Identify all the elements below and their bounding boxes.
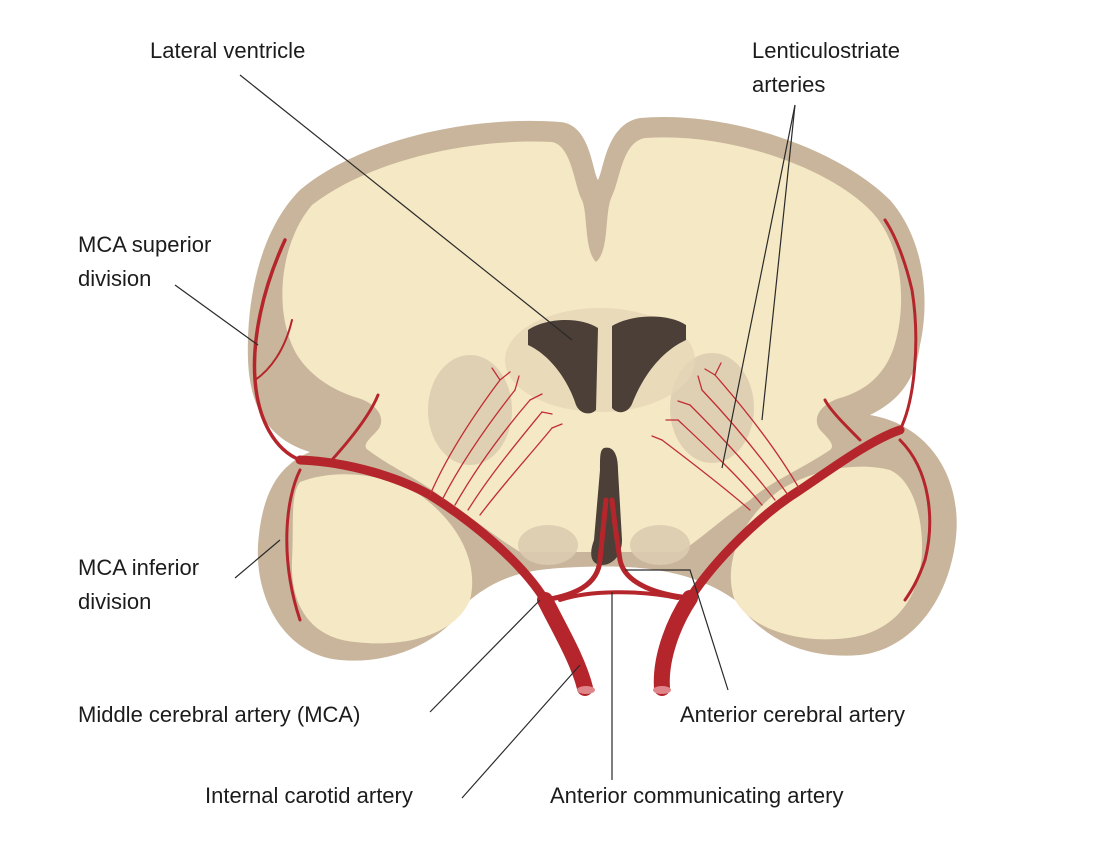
leader-lenticulostriate-2	[761, 104, 796, 421]
leader-mca-inferior	[234, 539, 281, 579]
thalamus-shadow-right	[630, 525, 690, 565]
anterior-communicating	[558, 590, 680, 602]
internal-carotid-right	[653, 590, 698, 696]
leader-anterior-cerebral	[625, 569, 729, 691]
aca-left	[542, 497, 609, 603]
arteries	[252, 218, 932, 696]
lenticulostriate-right	[651, 362, 801, 511]
mca-superior-right	[883, 218, 918, 432]
internal-carotid-left	[537, 592, 593, 696]
temporal-lobe-left	[291, 474, 473, 644]
leader-middle-cerebral	[429, 599, 541, 713]
leader-lenticulostriate-1	[721, 104, 796, 469]
label-lenticulostriate-line1: Lenticulostriate	[752, 38, 900, 63]
sylvian-branch-left	[328, 393, 380, 464]
brain-section	[247, 116, 957, 661]
label-lateral-ventricle: Lateral ventricle	[150, 38, 305, 63]
lenticulostriate-left	[429, 367, 563, 516]
mca-superior-branch-left	[254, 319, 293, 381]
label-anterior-communicating-artery: Anterior communicating artery	[550, 783, 843, 808]
label-middle-cerebral-artery: Middle cerebral artery (MCA)	[78, 702, 360, 727]
lateral-ventricle-left	[528, 319, 598, 414]
carotid-end-left	[577, 686, 595, 694]
lateral-ventricle-right	[612, 316, 686, 413]
thalamus-shadow-left	[518, 525, 578, 565]
label-mca-inferior-line2: division	[78, 589, 151, 614]
labels: Lateral ventricle Lenticulostriate arter…	[78, 38, 905, 808]
label-lenticulostriate-line2: arteries	[752, 72, 825, 97]
basal-ganglia-right	[670, 353, 754, 463]
leader-lateral-ventricle	[239, 74, 573, 341]
label-internal-carotid-artery: Internal carotid artery	[205, 783, 413, 808]
leader-lines	[174, 74, 796, 799]
leader-mca-superior	[174, 284, 259, 346]
label-anterior-cerebral-artery: Anterior cerebral artery	[680, 702, 905, 727]
sylvian-branch-right	[823, 398, 862, 442]
basal-ganglia-left	[428, 355, 512, 465]
mca-inferior-left	[285, 468, 302, 622]
mca-inferior-right	[898, 438, 932, 602]
label-mca-superior-line1: MCA superior	[78, 232, 211, 257]
label-mca-inferior-line1: MCA inferior	[78, 555, 199, 580]
label-mca-superior-line2: division	[78, 266, 151, 291]
leader-internal-carotid	[461, 664, 581, 799]
carotid-end-right	[653, 686, 671, 694]
